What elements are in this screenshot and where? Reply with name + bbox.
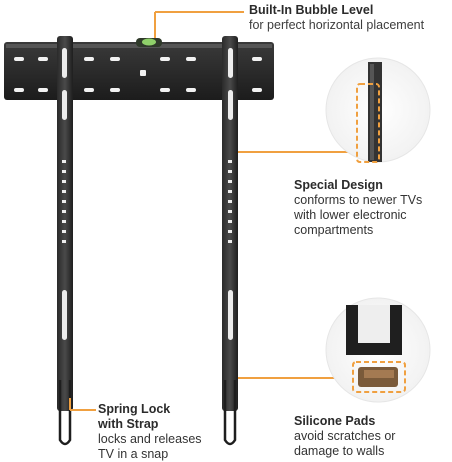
special-design-zoom bbox=[325, 57, 431, 163]
spring-lock-title-line: with Strap bbox=[98, 417, 159, 431]
silicone-pads-title: Silicone Pads bbox=[294, 414, 376, 428]
silicone-pads-desc-line: avoid scratches or bbox=[294, 429, 396, 443]
bubble-level-icon bbox=[136, 38, 162, 47]
bubble-level-title: Built-In Bubble Level bbox=[249, 3, 374, 17]
special-design-desc-line: with lower electronic bbox=[294, 208, 407, 222]
special-design-desc-line: compartments bbox=[294, 223, 374, 237]
special-design-desc-line: conforms to newer TVs bbox=[294, 193, 423, 207]
spring-lock-title-line: Spring Lock bbox=[98, 402, 171, 416]
spring-lock-desc-line: locks and releases bbox=[98, 432, 202, 446]
spring-lock-label: Spring Lock with Strap locks and release… bbox=[98, 402, 202, 462]
special-design-label: Special Design conforms to newer TVs wit… bbox=[294, 178, 422, 238]
silicone-pads-desc-line: damage to walls bbox=[294, 444, 385, 458]
bubble-level-desc: for perfect horizontal placement bbox=[249, 18, 425, 32]
spring-lock-desc-line: TV in a snap bbox=[98, 447, 169, 461]
silicone-pads-label: Silicone Pads avoid scratches or damage … bbox=[294, 414, 395, 459]
left-bracket-arm bbox=[57, 36, 73, 446]
right-bracket-arm bbox=[222, 36, 238, 446]
special-design-title: Special Design bbox=[294, 178, 383, 192]
bubble-level-label: Built-In Bubble Level for perfect horizo… bbox=[249, 3, 424, 33]
silicone-pads-zoom bbox=[325, 297, 431, 403]
